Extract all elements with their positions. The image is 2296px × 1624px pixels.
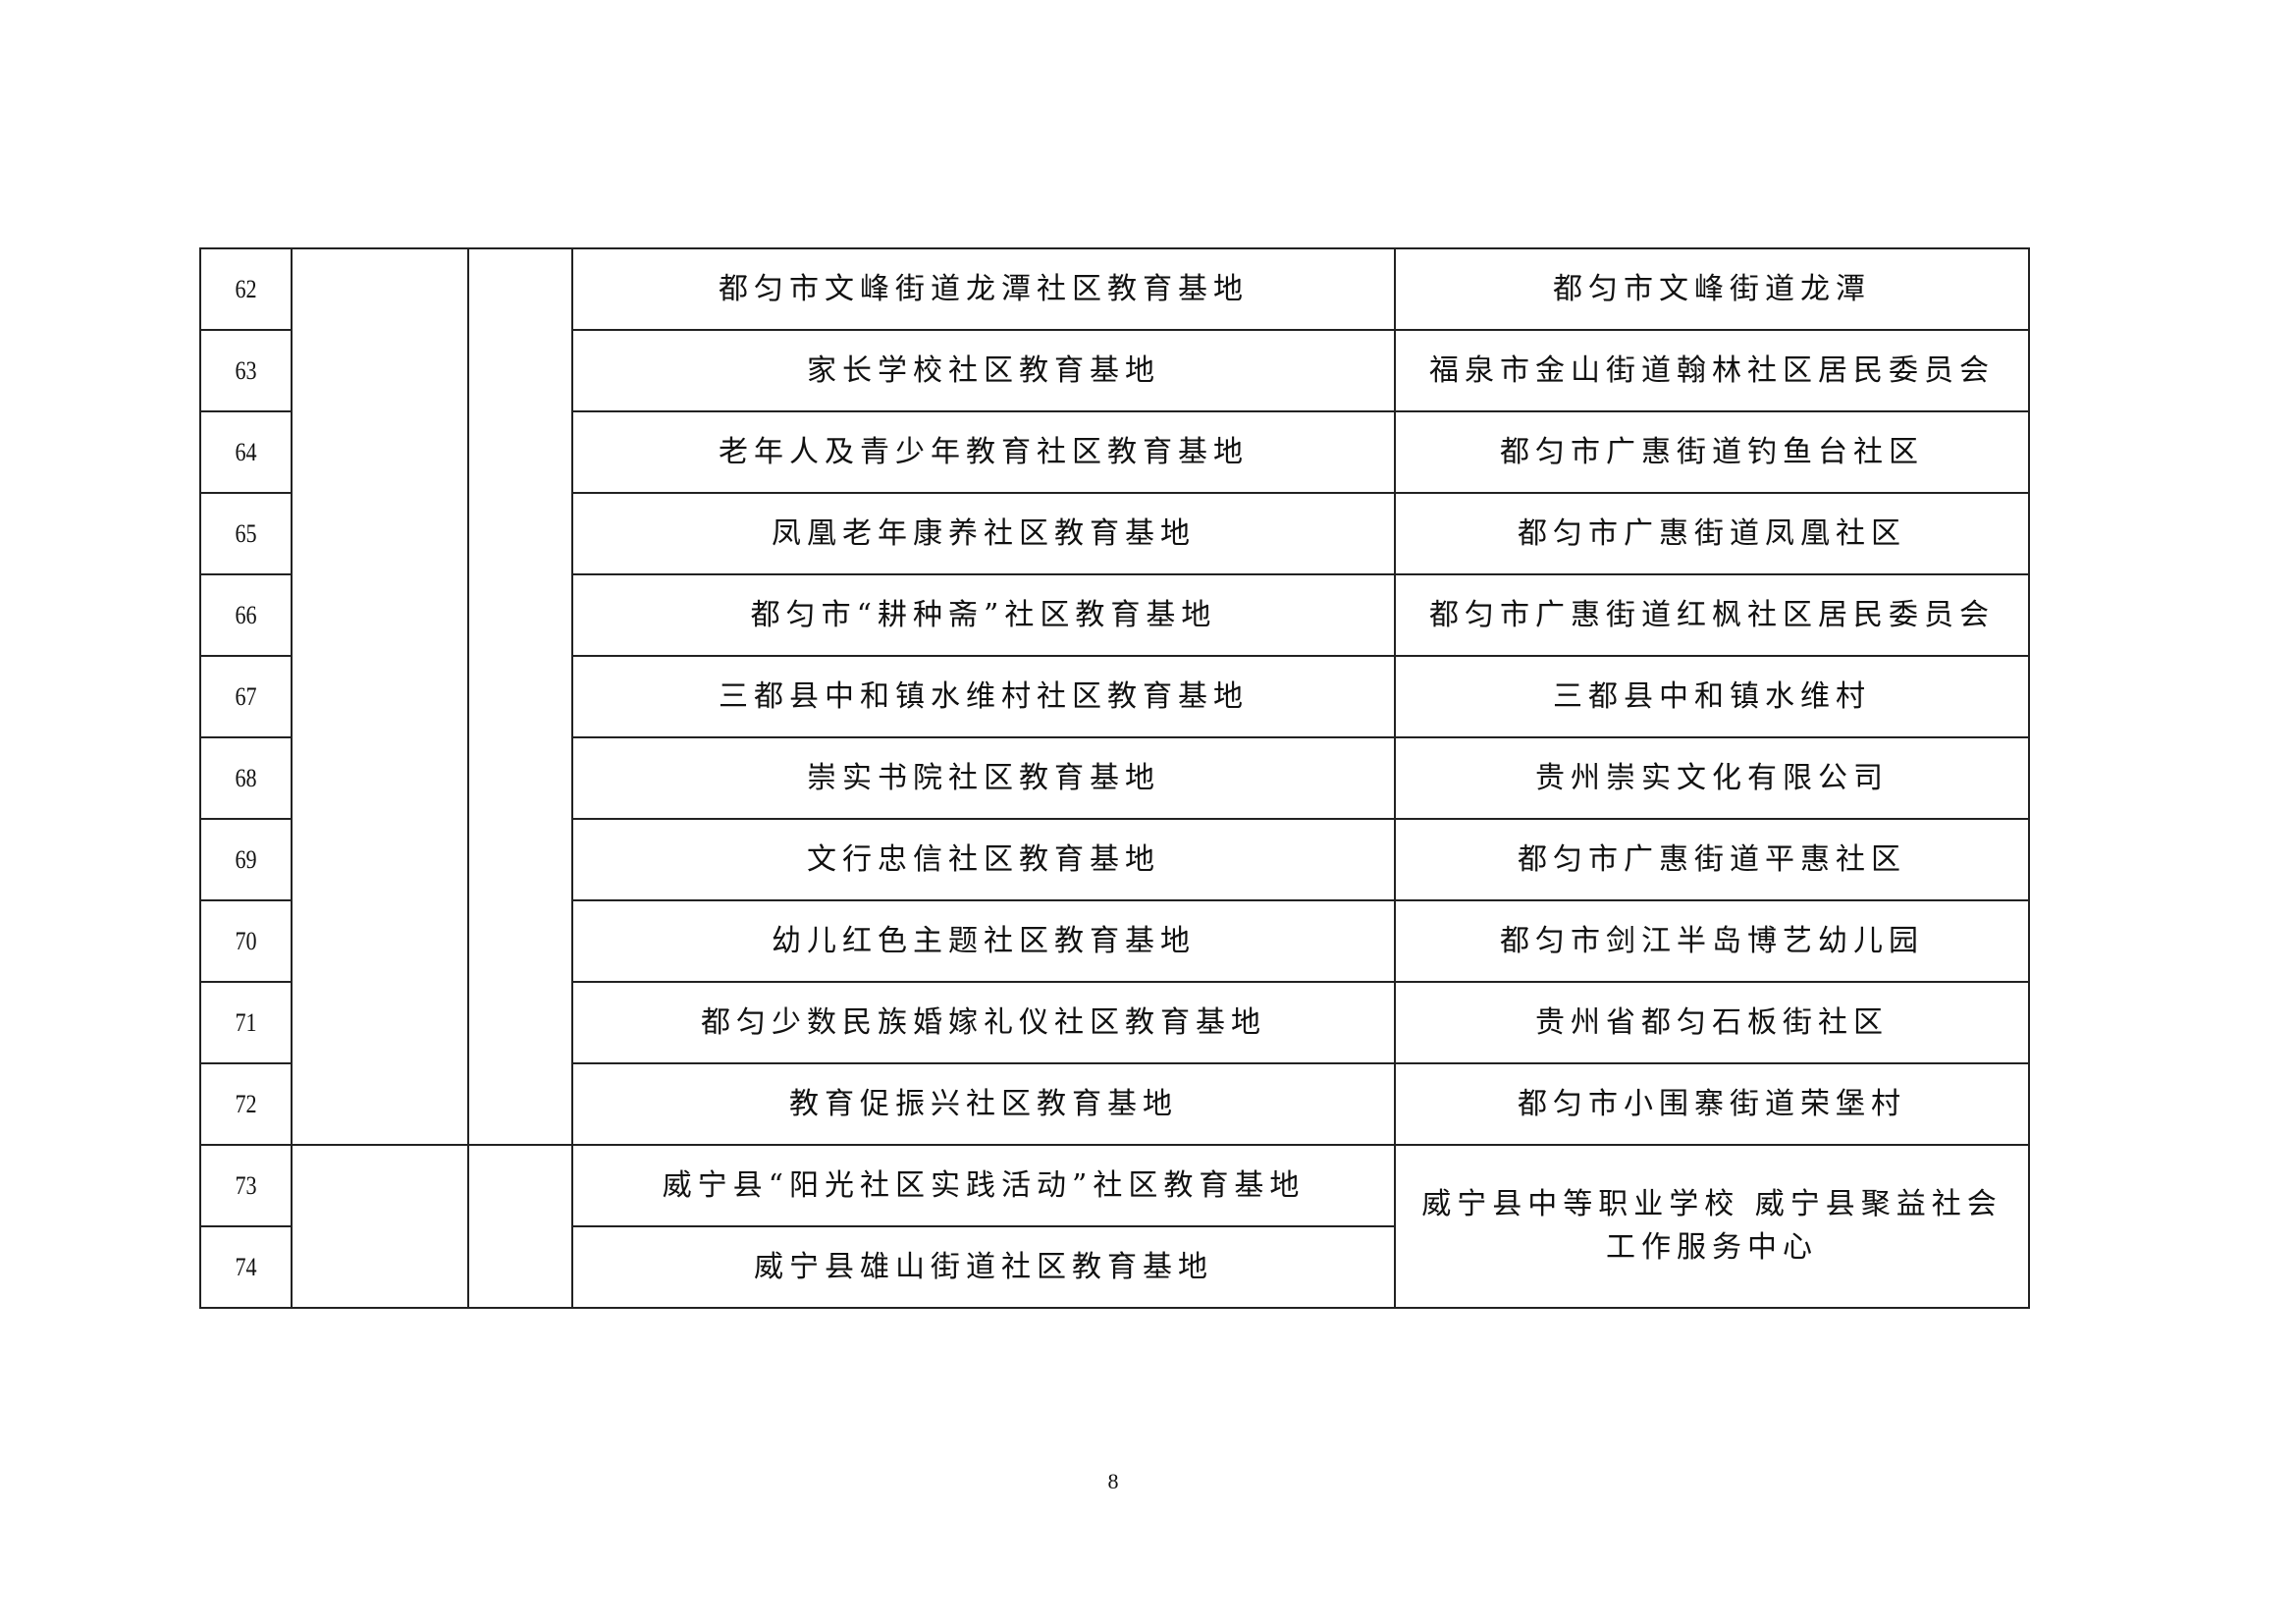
table-row: 68 崇实书院社区教育基地贵州崇实文化有限公司	[200, 736, 2030, 820]
base-name: 都匀少数民族婚嫁礼仪社区教育基地	[571, 981, 1396, 1064]
row-number: 71	[206, 981, 286, 1064]
organizer-unit: 威宁县中等职业学校 威宁县聚益社会工作服务中心	[1394, 1144, 2030, 1309]
row-number: 62	[206, 247, 286, 331]
base-name: 威宁县“阳光社区实践活动”社区教育基地	[571, 1144, 1396, 1227]
base-name: 文行忠信社区教育基地	[571, 818, 1396, 901]
row-number: 72	[206, 1062, 286, 1146]
merged-category-cell	[467, 1144, 573, 1309]
organizer-unit: 都匀市广惠街道平惠社区	[1394, 818, 2030, 901]
base-name: 崇实书院社区教育基地	[571, 736, 1396, 820]
organizer-unit: 贵州省都匀石板街社区	[1394, 981, 2030, 1064]
base-list-table: 62 都匀市文峰街道龙潭社区教育基地都匀市文峰街道龙潭 63 家长学校社区教育基地福泉…	[199, 247, 2030, 1309]
merged-region-cell	[291, 1144, 469, 1309]
base-name: 教育促振兴社区教育基地	[571, 1062, 1396, 1146]
base-name: 老年人及青少年教育社区教育基地	[571, 410, 1396, 494]
base-name: 幼儿红色主题社区教育基地	[571, 899, 1396, 983]
table-row: 66 都匀市“耕种斋”社区教育基地都匀市广惠街道红枫社区居民委员会	[200, 573, 2030, 657]
base-name: 都匀市“耕种斋”社区教育基地	[571, 573, 1396, 657]
merged-category-cell	[467, 247, 573, 1146]
table-row: 64 老年人及青少年教育社区教育基地都匀市广惠街道钓鱼台社区	[200, 410, 2030, 494]
row-number: 73	[206, 1144, 286, 1227]
organizer-unit: 都匀市广惠街道凤凰社区	[1394, 492, 2030, 575]
merged-region-cell	[291, 247, 469, 1146]
table-row: 67 三都县中和镇水维村社区教育基地三都县中和镇水维村	[200, 655, 2030, 738]
table-row: 65 凤凰老年康养社区教育基地都匀市广惠街道凤凰社区	[200, 492, 2030, 575]
table-row: 62 都匀市文峰街道龙潭社区教育基地都匀市文峰街道龙潭	[200, 247, 2030, 1146]
row-number: 74	[206, 1225, 286, 1309]
organizer-unit: 都匀市文峰街道龙潭	[1394, 247, 2030, 331]
table-row: 71 都匀少数民族婚嫁礼仪社区教育基地贵州省都匀石板街社区	[200, 981, 2030, 1064]
page-number: 8	[1107, 1469, 1119, 1493]
organizer-unit: 都匀市剑江半岛博艺幼儿园	[1394, 899, 2030, 983]
table-row: 69 文行忠信社区教育基地都匀市广惠街道平惠社区	[200, 818, 2030, 901]
base-name: 家长学校社区教育基地	[571, 329, 1396, 412]
base-name: 凤凰老年康养社区教育基地	[571, 492, 1396, 575]
row-number: 63	[206, 329, 286, 412]
table-row: 70 幼儿红色主题社区教育基地都匀市剑江半岛博艺幼儿园	[200, 899, 2030, 983]
table-row: 72 教育促振兴社区教育基地都匀市小围寨街道荣堡村	[200, 1062, 2030, 1146]
table-row: 73 威宁县“阳光社区实践活动”社区教育基地威宁县中等职业学校 威宁县聚益社会工作…	[200, 1144, 2030, 1309]
organizer-unit: 福泉市金山街道翰林社区居民委员会	[1394, 329, 2030, 412]
row-number: 65	[206, 492, 286, 575]
row-number: 66	[206, 573, 286, 657]
row-number: 68	[206, 736, 286, 820]
row-number: 69	[206, 818, 286, 901]
base-name: 威宁县雄山街道社区教育基地	[571, 1225, 1396, 1309]
organizer-unit: 三都县中和镇水维村	[1394, 655, 2030, 738]
table-row: 63 家长学校社区教育基地福泉市金山街道翰林社区居民委员会	[200, 329, 2030, 412]
row-number: 70	[206, 899, 286, 983]
base-name: 三都县中和镇水维村社区教育基地	[571, 655, 1396, 738]
row-number: 67	[206, 655, 286, 738]
organizer-unit: 都匀市广惠街道钓鱼台社区	[1394, 410, 2030, 494]
organizer-unit: 都匀市广惠街道红枫社区居民委员会	[1394, 573, 2030, 657]
table-row: 74 威宁县雄山街道社区教育基地	[200, 1225, 2029, 1309]
organizer-unit: 都匀市小围寨街道荣堡村	[1394, 1062, 2030, 1146]
row-number: 64	[206, 410, 286, 494]
organizer-unit: 贵州崇实文化有限公司	[1394, 736, 2030, 820]
base-name: 都匀市文峰街道龙潭社区教育基地	[571, 247, 1396, 331]
